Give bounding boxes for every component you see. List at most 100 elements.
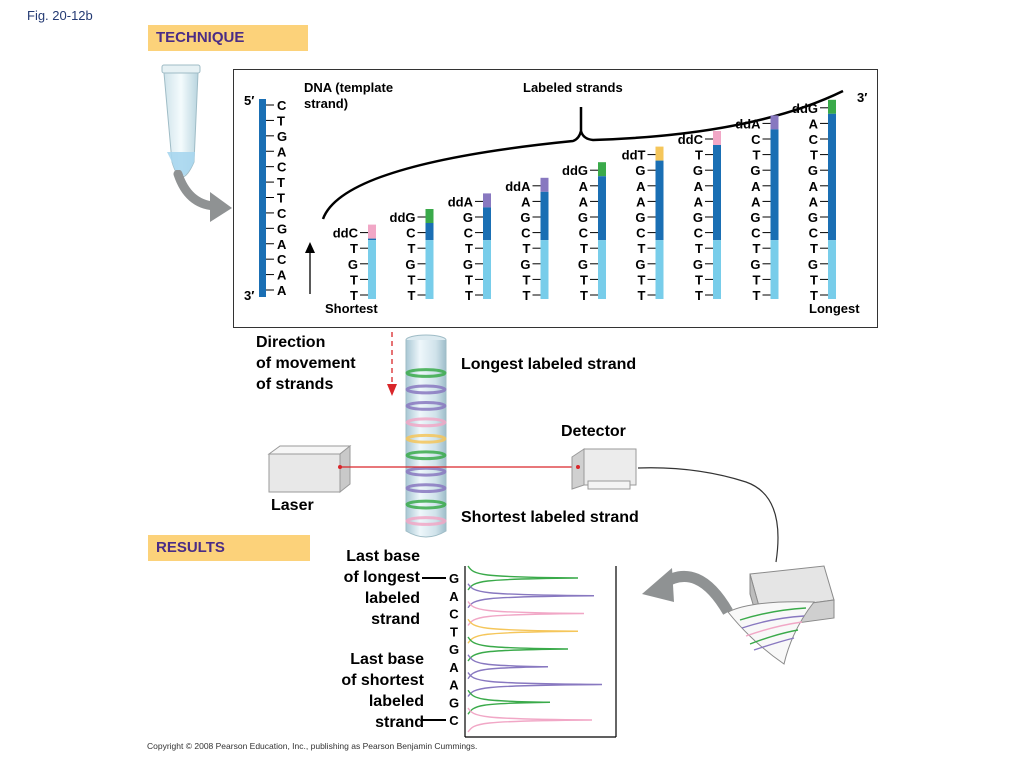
strand-synth-segment — [483, 207, 491, 241]
strand-base: A — [809, 194, 819, 209]
strand-base: T — [810, 288, 818, 303]
template-base: T — [277, 113, 285, 128]
strand-base: G — [808, 163, 818, 178]
strand-base: G — [635, 210, 645, 225]
strand-base: T — [465, 241, 473, 256]
strand-synth-segment — [368, 238, 376, 241]
last-base-shortest-label: Last base of shortest labeled strand — [341, 651, 424, 731]
strand-base: A — [579, 179, 589, 194]
result-base: A — [449, 660, 459, 675]
detector-device — [571, 448, 637, 490]
strand-base: C — [751, 132, 761, 147]
strand-base: C — [521, 226, 531, 241]
chromatogram-peak — [467, 583, 595, 609]
shortest-label: Shortest — [325, 301, 378, 316]
arrow-to-panel — [173, 170, 232, 222]
gel-band — [405, 499, 447, 510]
chromatogram-peak — [467, 601, 585, 626]
result-base: A — [449, 678, 459, 693]
strand-base: T — [580, 288, 588, 303]
dideoxy-end-mark — [713, 131, 721, 145]
strand-base: G — [693, 257, 703, 272]
laser-beam — [340, 466, 580, 468]
dideoxy-label: ddA — [735, 116, 761, 131]
gel-band — [405, 368, 447, 378]
template-base: G — [277, 221, 287, 236]
technique-banner: TECHNIQUE — [148, 25, 308, 51]
gel-band — [405, 466, 447, 477]
strand-primer-segment — [368, 240, 376, 299]
chromatogram-peak — [467, 672, 603, 697]
strand-base: G — [463, 257, 473, 272]
template-base: C — [277, 206, 287, 221]
template-label-line2: strand) — [304, 96, 348, 111]
dideoxy-end-mark — [425, 209, 434, 223]
strand-base: T — [695, 272, 703, 287]
gel-band — [405, 417, 447, 428]
dideoxy-end-mark — [828, 99, 836, 114]
dideoxy-label: ddC — [678, 132, 704, 147]
strand-base: T — [350, 288, 358, 303]
chromatogram-peak — [467, 565, 579, 591]
results-banner: RESULTS — [148, 535, 310, 561]
dideoxy-end-mark — [655, 146, 664, 161]
laser-label: Laser — [271, 497, 314, 514]
strand-base: T — [465, 288, 473, 303]
detector-label: Detector — [561, 423, 626, 440]
strand-primer-segment — [483, 240, 491, 299]
strand-primer-segment — [598, 240, 606, 299]
strand-base: T — [810, 148, 818, 163]
longest-end-3: 3′ — [857, 90, 867, 105]
longest-labeled-strand-label: Longest labeled strand — [461, 356, 637, 373]
strand-synth-segment — [713, 145, 721, 241]
strand-base: A — [809, 116, 819, 131]
gel-band — [405, 483, 447, 494]
strand-base: T — [523, 272, 531, 287]
strand-primer-segment — [713, 240, 721, 299]
strand-base: T — [753, 272, 761, 287]
strand-base: A — [636, 194, 646, 209]
template-base: G — [277, 129, 287, 144]
strand-base: T — [753, 288, 761, 303]
chromatogram-peak — [467, 654, 549, 680]
template-base: A — [277, 268, 287, 283]
strand-base: C — [694, 226, 704, 241]
strand-base: T — [465, 272, 473, 287]
strand-base: G — [808, 210, 818, 225]
direction-label: Direction of movement of strands — [256, 334, 356, 393]
result-base: C — [449, 607, 459, 622]
strand-synth-segment — [425, 223, 434, 241]
gel-band — [405, 384, 447, 395]
strand-base: T — [350, 272, 358, 287]
chromatogram-peak — [467, 707, 593, 733]
strand-base: T — [810, 272, 818, 287]
strand-base: G — [693, 163, 703, 178]
shortest-labeled-strand-label: Shortest labeled strand — [461, 509, 639, 526]
gel-band — [405, 433, 447, 444]
strand-base: G — [750, 210, 760, 225]
strand-base: G — [405, 257, 415, 272]
result-base: A — [449, 589, 459, 604]
strand-base: A — [521, 194, 531, 209]
dideoxy-label: ddA — [448, 194, 474, 209]
strand-base: T — [695, 241, 703, 256]
template-base: T — [277, 191, 285, 206]
strand-primer-segment — [828, 240, 836, 299]
template-base: A — [277, 283, 287, 298]
labeled-strands-label: Labeled strands — [523, 80, 623, 95]
strand-base: G — [463, 210, 473, 225]
strand-base: A — [751, 194, 761, 209]
copyright-notice: Copyright © 2008 Pearson Education, Inc.… — [147, 741, 478, 751]
strand-base: C — [406, 226, 416, 241]
strand-base: C — [809, 132, 819, 147]
strand-base: T — [408, 241, 416, 256]
strand-base: T — [638, 241, 646, 256]
strand-base: A — [751, 179, 761, 194]
longest-label: Longest — [809, 301, 860, 316]
template-base: C — [277, 252, 287, 267]
strand-synth-segment — [828, 113, 836, 241]
result-base: G — [449, 642, 459, 657]
strand-primer-segment — [425, 240, 434, 299]
strand-synth-segment — [655, 160, 664, 241]
